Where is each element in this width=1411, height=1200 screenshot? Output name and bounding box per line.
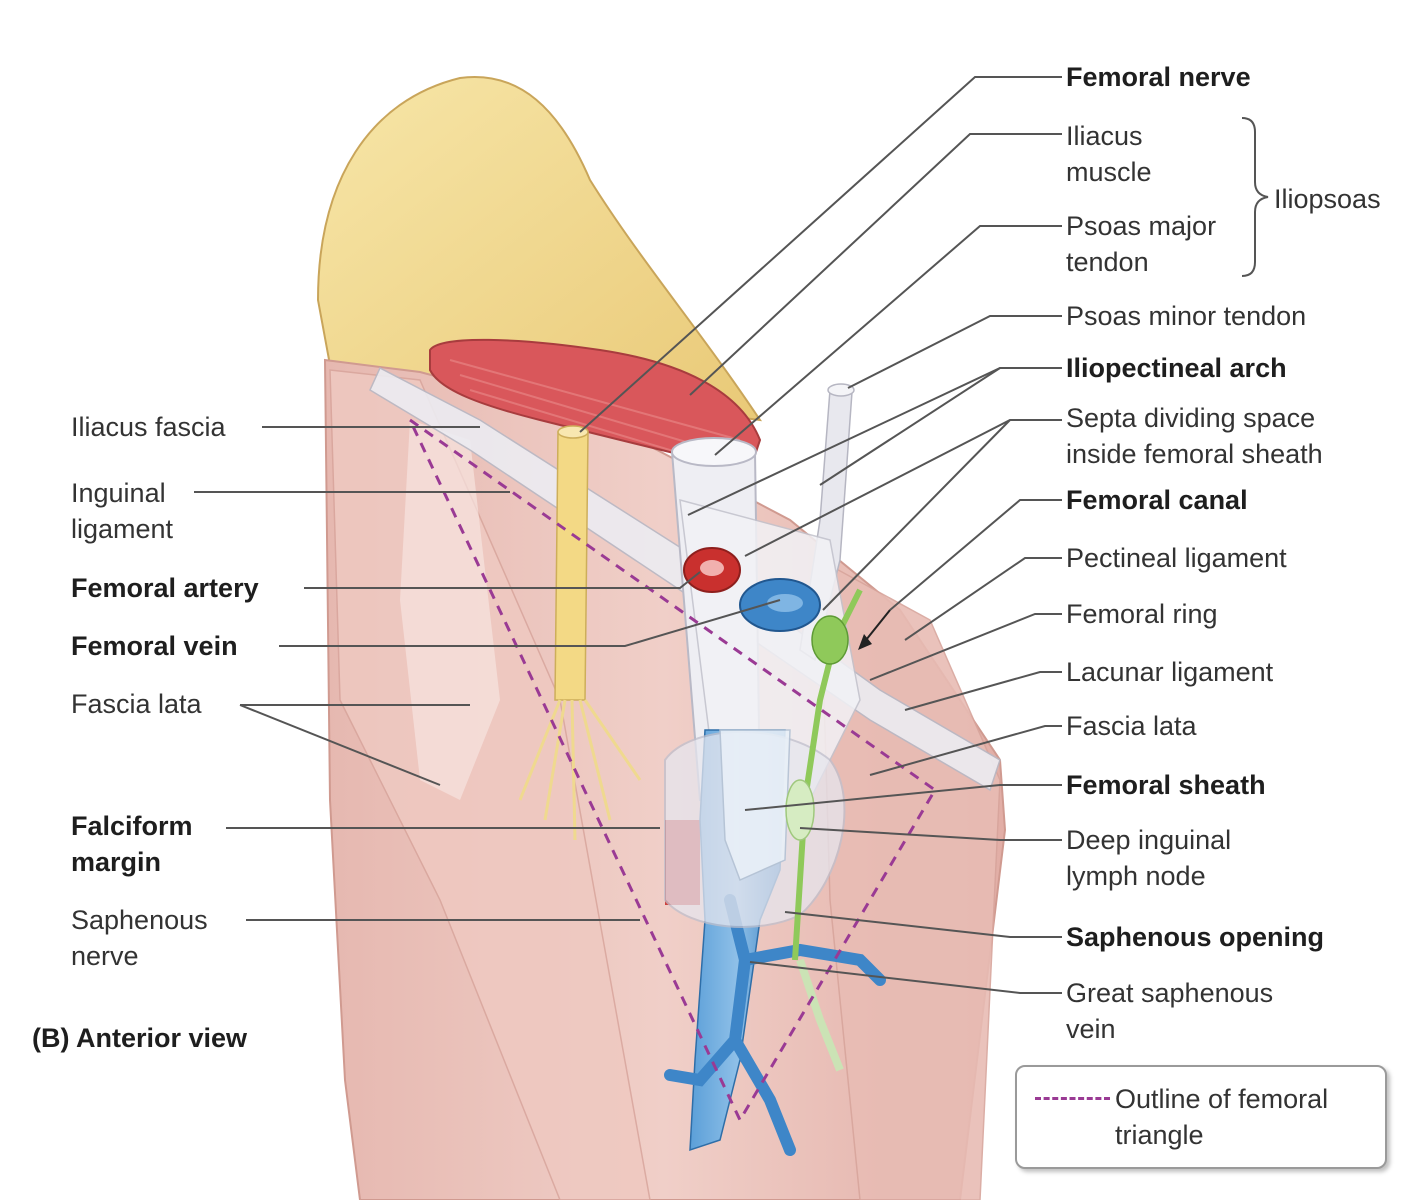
psoas-minor-cut [827,383,855,397]
legend-text: Outline of femoral triangle [1115,1084,1329,1150]
label-great-saphenous-vein: Great saphenous vein [1066,978,1274,1044]
femoral-artery-inner [700,560,724,576]
lymph-vessel-lower [796,958,844,1072]
legend-dashed-line-icon [1035,1097,1110,1100]
leader-lines-left [194,426,781,921]
view-caption: (B) Anterior view [32,1023,248,1053]
deep-inguinal-lymph-node [785,779,815,841]
legend-box: Outline of femoral triangle [1015,1065,1387,1169]
label-deep-inguinal-lymph-node: Deep inguinal lymph node [1066,825,1232,891]
iliacus-muscle-cut [429,338,762,472]
psoas-major-tendon-cut [671,437,757,467]
femoral-vein-inner [767,594,803,612]
great-saphenous-vein [664,894,886,1156]
femoral-nerve-cut [557,425,589,439]
label-iliopectineal-arch: Iliopectineal arch [1066,353,1287,383]
label-septa: Septa dividing space inside femoral shea… [1066,403,1323,469]
label-inguinal-ligament: Inguinal ligament [71,478,174,544]
label-femoral-vein: Femoral vein [71,631,238,661]
lymph-node-canal [811,615,849,665]
label-femoral-sheath: Femoral sheath [1066,770,1266,800]
label-femoral-ring: Femoral ring [1066,599,1218,629]
label-iliacus-muscle: Iliacus muscle [1066,121,1152,187]
label-fascia-lata-right: Fascia lata [1066,711,1197,741]
label-femoral-artery: Femoral artery [71,573,259,603]
femoral-vein-overlay [719,729,791,882]
label-pectineal-ligament: Pectineal ligament [1066,543,1287,573]
adductor-muscles [819,558,1001,1200]
label-lacunar-ligament: Lacunar ligament [1066,657,1274,687]
label-psoas-minor-tendon: Psoas minor tendon [1066,301,1307,331]
leader-lines-right [579,76,1269,994]
label-iliacus-fascia: Iliacus fascia [71,412,226,442]
femoral-nerve [554,431,589,701]
label-femoral-nerve: Femoral nerve [1066,62,1251,92]
femoral-canal-arrowhead [858,634,872,650]
label-psoas-major-tendon: Psoas major tendon [1066,211,1217,277]
ilium-bone [316,76,763,422]
label-falciform-margin: Falciform margin [71,811,193,877]
label-fascia-lata-left: Fascia lata [71,689,202,719]
label-femoral-canal: Femoral canal [1066,485,1248,515]
femoral-triangle-outline [406,415,937,1124]
label-iliopsoas: Iliopsoas [1274,184,1381,214]
label-saphenous-nerve: Saphenous nerve [71,905,208,971]
label-saphenous-opening: Saphenous opening [1066,922,1325,952]
